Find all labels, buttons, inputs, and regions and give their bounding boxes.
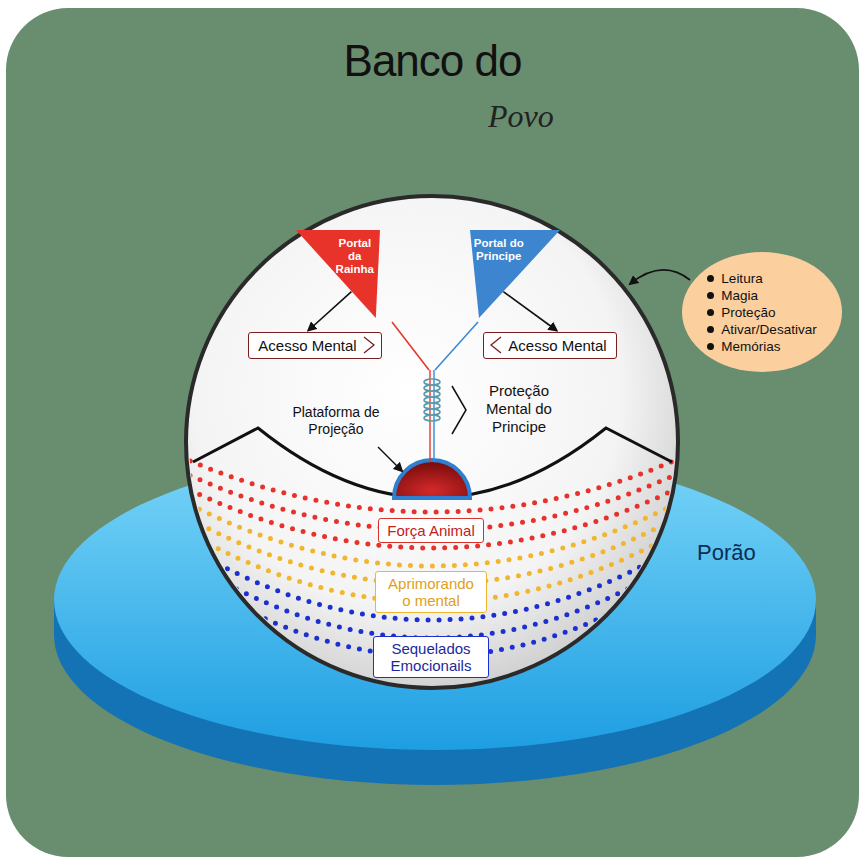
- list-item: Leitura: [721, 270, 762, 287]
- box-label: Aprimorando o mental: [384, 575, 478, 609]
- portal-triangle: Portal da Rainha: [296, 230, 380, 318]
- coil-winding: [424, 415, 440, 421]
- portal-label: Portal da Rainha: [331, 237, 378, 276]
- coil-winding: [424, 385, 440, 391]
- bullet: [707, 292, 714, 299]
- portal-label: Portal do Principe: [473, 237, 525, 263]
- green-panel: [6, 8, 859, 857]
- chevron: [362, 335, 376, 355]
- diagram-title: Banco do: [0, 36, 865, 86]
- list-item: Memórias: [721, 338, 780, 355]
- bracket: [452, 386, 466, 434]
- box-label: Acesso Mental: [258, 337, 356, 354]
- queen-mind-line: [392, 322, 429, 370]
- bullet: [707, 326, 714, 333]
- box-label: Força Animal: [387, 522, 475, 539]
- callout-ellipse: LeituraMagiaProteçãoAtivar/DesativarMemó…: [682, 252, 842, 372]
- label-box: Acesso Mental: [483, 332, 616, 359]
- list-item: Ativar/Desativar: [721, 321, 816, 338]
- basement-disk: Porão: [52, 440, 818, 792]
- box-label: Sequelados Emocionails: [382, 640, 480, 674]
- chevron: [489, 335, 503, 355]
- disk-shape: [52, 440, 818, 792]
- region-label: Porão: [697, 540, 756, 566]
- callout-arrow: [630, 270, 690, 284]
- coil-protection: [424, 379, 440, 421]
- coil-winding: [424, 409, 440, 415]
- bullet: [707, 343, 714, 350]
- list-item: Proteção: [721, 304, 775, 321]
- prince-mind-line: [435, 322, 478, 370]
- box-label: Acesso Mental: [508, 337, 606, 354]
- bullet: [707, 275, 714, 282]
- coil-winding: [424, 403, 440, 409]
- label-box: Acesso Mental: [248, 332, 381, 359]
- prince-cord: [433, 370, 434, 462]
- coil-winding: [424, 379, 440, 385]
- connector-arrow: [503, 292, 556, 331]
- title-script: Povo: [488, 98, 554, 135]
- list-item: Magia: [721, 287, 758, 304]
- annotation-label: Plataforma de Projeção: [286, 404, 386, 438]
- coil-winding: [424, 397, 440, 403]
- portal-triangle: Portal do Principe: [470, 230, 560, 318]
- bullet: [707, 309, 714, 316]
- queen-cord: [429, 370, 430, 462]
- annotation-label: Proteção Mental do Principe: [470, 382, 568, 436]
- connector-arrow: [308, 292, 351, 331]
- coil-winding: [424, 391, 440, 397]
- label-box: Sequelados Emocionails: [373, 636, 489, 678]
- label-box: Aprimorando o mental: [375, 571, 487, 613]
- label-box: Força Animal: [378, 518, 484, 543]
